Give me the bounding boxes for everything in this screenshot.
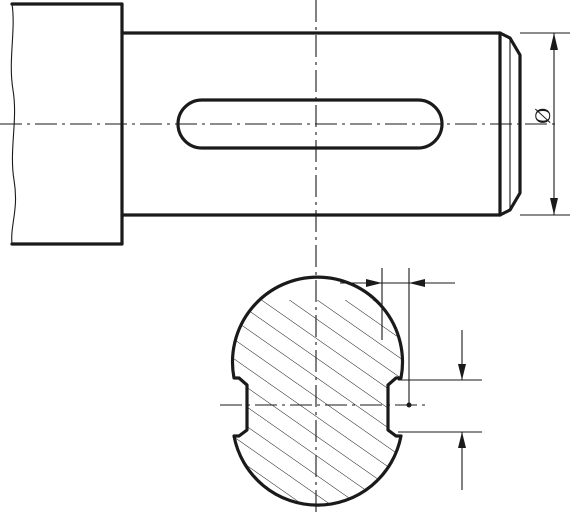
cross-section-view	[220, 275, 425, 507]
diameter-dimension: Ø	[520, 32, 570, 216]
keyway-width-dimension	[340, 268, 455, 405]
diameter-symbol: Ø	[531, 108, 555, 124]
arrowhead-up	[550, 33, 558, 50]
section-outline	[230, 275, 405, 507]
arrowhead-down	[550, 198, 558, 215]
break-line	[10, 3, 17, 245]
shaft-side-view	[0, 2, 560, 246]
arrowhead-left	[409, 279, 425, 287]
arrowhead-right	[366, 279, 382, 287]
slot-height-dimension	[398, 330, 482, 490]
section-hatching	[232, 300, 403, 506]
arrowhead-up-lower	[458, 432, 466, 448]
arrowhead-down-upper	[458, 364, 466, 380]
